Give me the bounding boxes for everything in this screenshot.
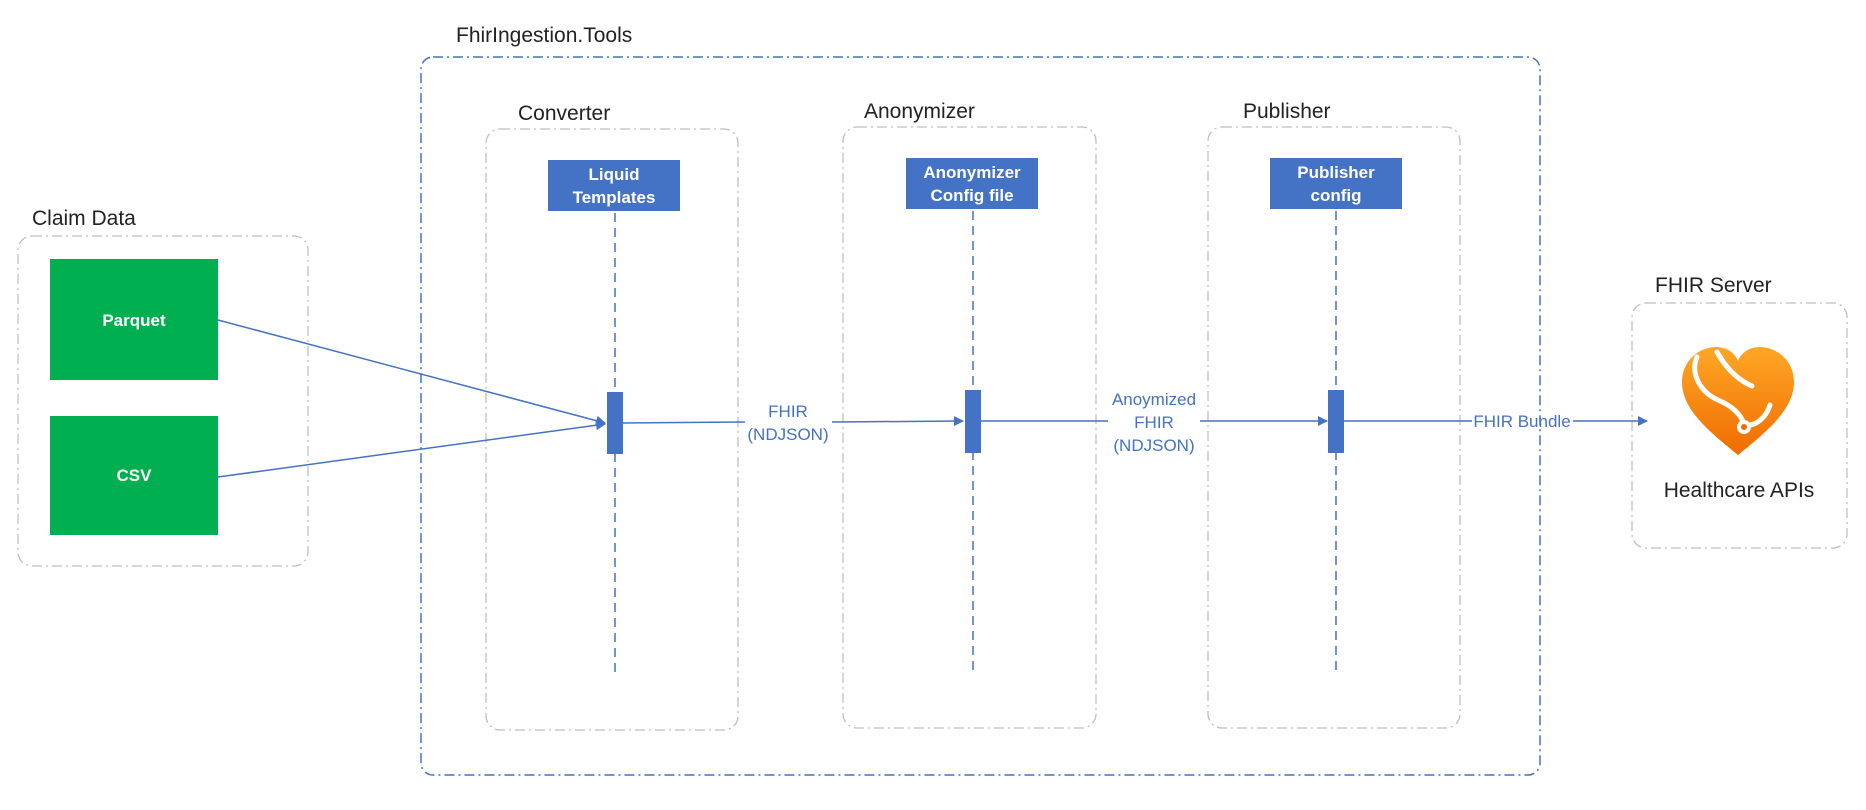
parquet-box[interactable]: Parquet	[50, 259, 218, 380]
anonymizer-title: Anonymizer	[864, 100, 975, 123]
fhir-server-border	[1631, 302, 1848, 549]
fhir-server-group: FHIR Server Healthcare APIs	[1631, 274, 1848, 549]
publisher-config-box[interactable]: Publisher config	[1270, 158, 1402, 209]
fhir-server-title: FHIR Server	[1655, 274, 1772, 297]
liquid-templates-box[interactable]: Liquid Templates	[548, 160, 680, 211]
claim-data-border	[17, 235, 309, 567]
converter-activation	[607, 392, 623, 454]
anonymizer-config-label-2: Config file	[930, 186, 1013, 205]
converter-title: Converter	[518, 102, 610, 125]
flow-label-fhir-ndjson-2: (NDJSON)	[747, 425, 828, 444]
anonymizer-config-box[interactable]: Anonymizer Config file	[906, 158, 1038, 209]
flow-label-fhir-ndjson-1: FHIR	[768, 402, 808, 421]
csv-box[interactable]: CSV	[50, 416, 218, 535]
csv-label: CSV	[117, 466, 153, 485]
anonymizer-config-label-1: Anonymizer	[923, 163, 1021, 182]
flow-label-anonymized-1: Anoymized	[1112, 390, 1196, 409]
tools-group-border	[420, 56, 1541, 776]
tools-group-title: FhirIngestion.Tools	[456, 24, 632, 47]
flow-label-anonymized-2: FHIR	[1134, 413, 1174, 432]
healthcare-apis-label: Healthcare APIs	[1664, 479, 1815, 502]
publisher-activation	[1328, 390, 1344, 453]
liquid-templates-label-1: Liquid	[589, 165, 640, 184]
parquet-to-converter-arrow	[217, 319, 606, 426]
flow-label-fhir-bundle: FHIR Bundle	[1473, 412, 1570, 431]
publisher-config-label-2: config	[1311, 186, 1362, 205]
converter-to-anonymizer-arrow-a	[622, 421, 746, 424]
parquet-label: Parquet	[102, 311, 166, 330]
csv-to-converter-arrow	[217, 420, 606, 478]
converter-group: Converter Liquid Templates	[485, 102, 739, 731]
anonymizer-activation	[965, 390, 981, 453]
claim-data-group: Claim Data Parquet CSV	[17, 207, 309, 567]
claim-data-title: Claim Data	[32, 207, 136, 230]
publisher-config-label-1: Publisher	[1297, 163, 1375, 182]
anonymizer-group: Anonymizer Anonymizer Config file	[842, 100, 1097, 729]
publisher-group: Publisher Publisher config	[1207, 100, 1461, 729]
connectors: FHIR (NDJSON) Anoymized FHIR (NDJSON) FH…	[217, 319, 1648, 478]
anonymizer-border	[842, 126, 1097, 729]
converter-to-anonymizer-arrow-b	[831, 416, 964, 427]
tools-group: FhirIngestion.Tools	[420, 24, 1541, 776]
heart-stethoscope-icon	[1682, 347, 1794, 455]
flow-label-anonymized-3: (NDJSON)	[1113, 436, 1194, 455]
publisher-title: Publisher	[1243, 100, 1331, 123]
liquid-templates-label-2: Templates	[573, 188, 656, 207]
